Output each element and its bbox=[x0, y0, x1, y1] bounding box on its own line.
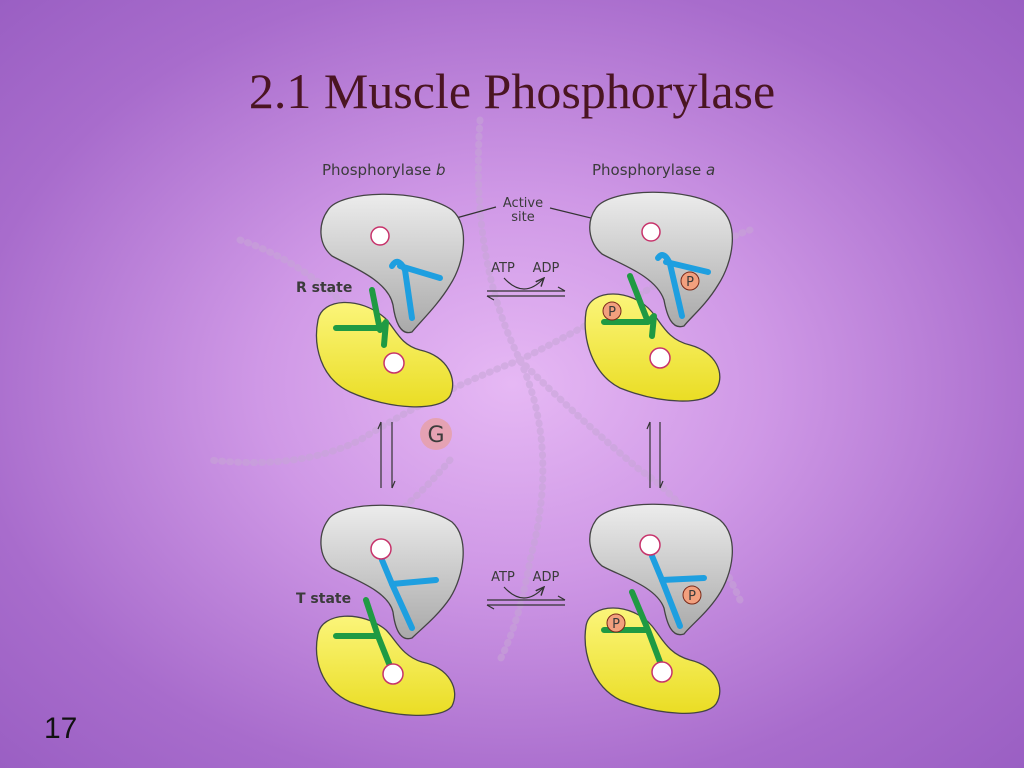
atp-label: ATP bbox=[491, 570, 515, 585]
phosphorylase-a-label: Phosphorylase a bbox=[592, 161, 715, 179]
active-site-circle bbox=[639, 534, 661, 556]
phosphate-badge: P bbox=[680, 271, 700, 291]
phosphorylase-b-label: Phosphorylase b bbox=[322, 161, 446, 179]
phosphorylase-b-r-state bbox=[315, 193, 465, 408]
effector-site-circle bbox=[383, 352, 405, 374]
phosphate-label: P bbox=[608, 305, 616, 320]
active-site-label-line1: Active bbox=[503, 196, 543, 211]
gray-domain bbox=[320, 504, 464, 640]
r-t-equilibrium-right bbox=[646, 421, 664, 489]
green-loop bbox=[333, 287, 389, 348]
r-t-equilibrium-left bbox=[377, 421, 396, 489]
blue-loop-branch bbox=[663, 259, 711, 275]
yellow-domain bbox=[584, 607, 721, 715]
atp-adp-equilibrium-top: ATP ADP bbox=[486, 261, 566, 301]
phosphate-label: P bbox=[612, 617, 620, 632]
phosphate-label: P bbox=[686, 275, 694, 290]
r-state-label: R state bbox=[296, 280, 352, 296]
adp-label: ADP bbox=[533, 570, 560, 585]
blue-loop-branch bbox=[659, 575, 707, 583]
blue-loop-branch bbox=[389, 577, 439, 587]
green-loop bbox=[601, 273, 657, 339]
phosphorylase-a-t-state: P P bbox=[584, 503, 733, 715]
active-site-label-line2: site bbox=[511, 210, 534, 225]
watermark-g-label: G bbox=[427, 423, 444, 448]
slide-number: 17 bbox=[44, 712, 78, 745]
effector-site-circle bbox=[649, 347, 671, 369]
phosphate-badge: P bbox=[682, 585, 702, 605]
effector-site-circle bbox=[651, 661, 673, 683]
atp-adp-curved-arrow bbox=[503, 587, 544, 599]
active-site-circle bbox=[370, 538, 392, 560]
phosphate-badge: P bbox=[602, 301, 622, 321]
blue-loop-branch bbox=[397, 263, 443, 281]
adp-label: ADP bbox=[533, 261, 560, 276]
yellow-domain bbox=[315, 301, 454, 408]
t-state-label: T state bbox=[296, 591, 351, 607]
active-site-circle bbox=[370, 226, 390, 246]
phosphate-label: P bbox=[688, 589, 696, 604]
atp-adp-equilibrium-bottom: ATP ADP bbox=[486, 570, 566, 610]
phosphorylase-a-r-state: P P bbox=[584, 191, 733, 402]
watermark-g-icon: G bbox=[420, 418, 452, 450]
atp-adp-curved-arrow bbox=[503, 278, 544, 290]
atp-label: ATP bbox=[491, 261, 515, 276]
phosphate-badge: P bbox=[606, 613, 626, 633]
gray-domain bbox=[589, 191, 733, 328]
green-loop bbox=[333, 597, 393, 669]
phosphorylase-b-t-state bbox=[315, 504, 464, 717]
yellow-domain bbox=[315, 615, 456, 717]
slide-title: 2.1 Muscle Phosphorylase bbox=[248, 63, 776, 119]
active-site-circle bbox=[641, 222, 661, 242]
effector-site-circle bbox=[382, 663, 404, 685]
